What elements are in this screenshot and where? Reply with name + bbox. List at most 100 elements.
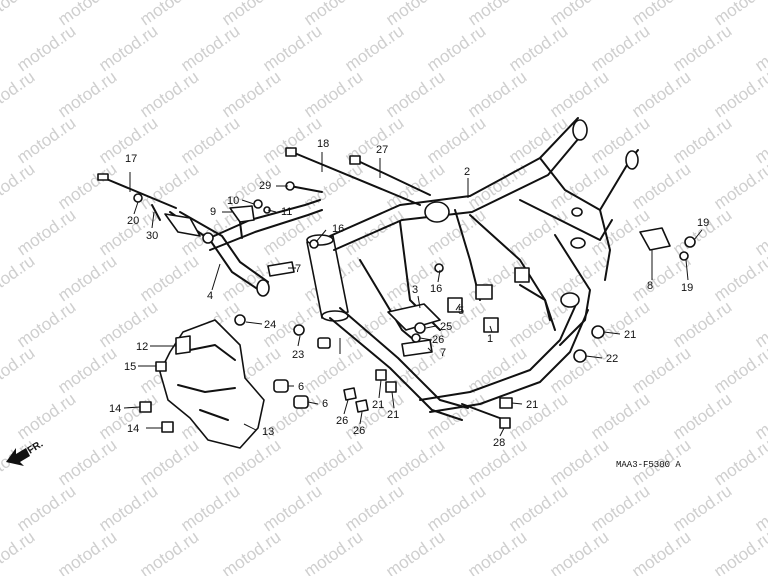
callout-17: 17 — [125, 153, 137, 165]
watermark-text: motod.ru — [95, 481, 161, 535]
callout-21a: 21 — [372, 399, 384, 411]
watermark-text: motod.ru — [259, 113, 325, 167]
watermark-text: motod.ru — [0, 527, 38, 576]
watermark-text: motod.ru — [136, 67, 202, 121]
callout-24: 24 — [264, 319, 276, 331]
watermark-text: motod.ru — [464, 527, 530, 576]
callout-22: 22 — [606, 353, 618, 365]
watermark-text: motod.ru — [669, 205, 735, 259]
watermark-text: motod.ru — [54, 527, 120, 576]
callout-25: 25 — [440, 321, 452, 333]
watermark-text: motod.ru — [300, 159, 366, 213]
watermark-text: motod.ru — [136, 251, 202, 305]
callout-18: 18 — [317, 138, 329, 150]
callout-21b: 21 — [387, 409, 399, 421]
watermark-text: motod.ru — [546, 435, 612, 489]
callout-3: 3 — [412, 284, 418, 296]
callout-16a: 16 — [332, 223, 344, 235]
watermark-text: motod.ru — [300, 67, 366, 121]
watermark-text: motod.ru — [505, 21, 571, 75]
watermark-text: motod.ru — [423, 481, 489, 535]
watermark-text: motod.ru — [751, 113, 768, 167]
watermark-text: motod.ru — [0, 67, 38, 121]
watermark-text: motod.ru — [177, 113, 243, 167]
callout-19b: 19 — [681, 282, 693, 294]
callout-26b: 26 — [336, 415, 348, 427]
callout-5: 5 — [458, 305, 464, 317]
watermark-text: motod.ru — [710, 527, 768, 576]
watermark-text: motod.ru — [587, 297, 653, 351]
watermark-text: motod.ru — [259, 481, 325, 535]
watermark-text: motod.ru — [54, 159, 120, 213]
callout-15: 15 — [124, 361, 136, 373]
callout-28: 28 — [493, 437, 505, 449]
watermark-text: motod.ru — [546, 67, 612, 121]
watermark-text: motod.ru — [300, 435, 366, 489]
callout-27: 27 — [376, 144, 388, 156]
callout-11: 11 — [281, 206, 292, 218]
callout-29: 29 — [259, 180, 271, 192]
watermark-text: motod.ru — [710, 435, 768, 489]
watermark-text: motod.ru — [423, 113, 489, 167]
watermark-text: motod.ru — [54, 343, 120, 397]
callout-16b: 16 — [430, 283, 442, 295]
watermark-text: motod.ru — [54, 67, 120, 121]
watermark-text: motod.ru — [341, 297, 407, 351]
watermark-text: motod.ru — [505, 481, 571, 535]
callout-4: 4 — [207, 290, 213, 302]
watermark-text: motod.ru — [13, 113, 79, 167]
watermark-text: motod.ru — [587, 113, 653, 167]
callout-7b: 7 — [440, 347, 446, 359]
watermark-text: motod.ru — [669, 113, 735, 167]
watermark-text: motod.ru — [382, 67, 448, 121]
watermark-text: motod.ru — [587, 481, 653, 535]
watermark-text: motod.ru — [136, 527, 202, 576]
callout-20: 20 — [127, 215, 139, 227]
watermark-text: motod.ru — [710, 67, 768, 121]
callout-26a: 26 — [432, 334, 444, 346]
callout-13: 13 — [262, 426, 274, 438]
watermark-text: motod.ru — [628, 343, 694, 397]
watermark-text: motod.ru — [751, 389, 768, 443]
callout-6b: 6 — [322, 398, 328, 410]
callout-14b: 14 — [127, 423, 139, 435]
watermark-text: motod.ru — [423, 21, 489, 75]
callout-labels: 17 20 30 18 27 29 10 9 11 2 16 7 4 16 3 … — [109, 138, 709, 449]
leader-lines — [123, 152, 703, 437]
watermark-text: motod.ru — [628, 159, 694, 213]
callout-19a: 19 — [697, 217, 709, 229]
watermark-text: motod.ru — [95, 297, 161, 351]
watermark-text: motod.ru — [587, 389, 653, 443]
watermark-text: motod.ru — [669, 297, 735, 351]
watermark-text: motod.ru — [505, 205, 571, 259]
watermark-text: motod.ru — [710, 343, 768, 397]
callout-1: 1 — [487, 333, 493, 345]
watermark-text: motod.ru — [341, 481, 407, 535]
watermark-text: motod.ru — [587, 21, 653, 75]
watermark-text: motod.ru — [13, 297, 79, 351]
watermark-text: motod.ru — [0, 0, 38, 29]
callout-14a: 14 — [109, 403, 121, 415]
bracket-assembly-part[interactable] — [164, 199, 323, 297]
main-frame-part[interactable] — [306, 117, 639, 421]
watermark-text: motod.ru — [0, 343, 38, 397]
callout-23: 23 — [292, 349, 304, 361]
watermark-text: motod.ru — [95, 21, 161, 75]
watermark-text: motod.ru — [628, 527, 694, 576]
watermark-text: motod.ru — [669, 481, 735, 535]
diagram-code: MAA3-F5300 A — [616, 460, 681, 470]
watermark-text: motod.ru — [710, 159, 768, 213]
watermark-text: motod.ru — [505, 389, 571, 443]
callout-6a: 6 — [298, 381, 304, 393]
watermark-text: motod.ru — [341, 21, 407, 75]
watermark-text: motod.ru — [177, 481, 243, 535]
watermark-text: motod.ru — [259, 21, 325, 75]
bolts-and-fasteners[interactable] — [97, 147, 696, 433]
watermark-text: motod.ru — [382, 527, 448, 576]
front-arrow-icon — [6, 448, 30, 466]
callout-30: 30 — [146, 230, 158, 242]
callout-10: 10 — [227, 195, 239, 207]
watermark-text: motod.ru — [218, 527, 284, 576]
watermark-text: motod.ru — [710, 251, 768, 305]
watermark-text: motod.ru — [0, 159, 38, 213]
